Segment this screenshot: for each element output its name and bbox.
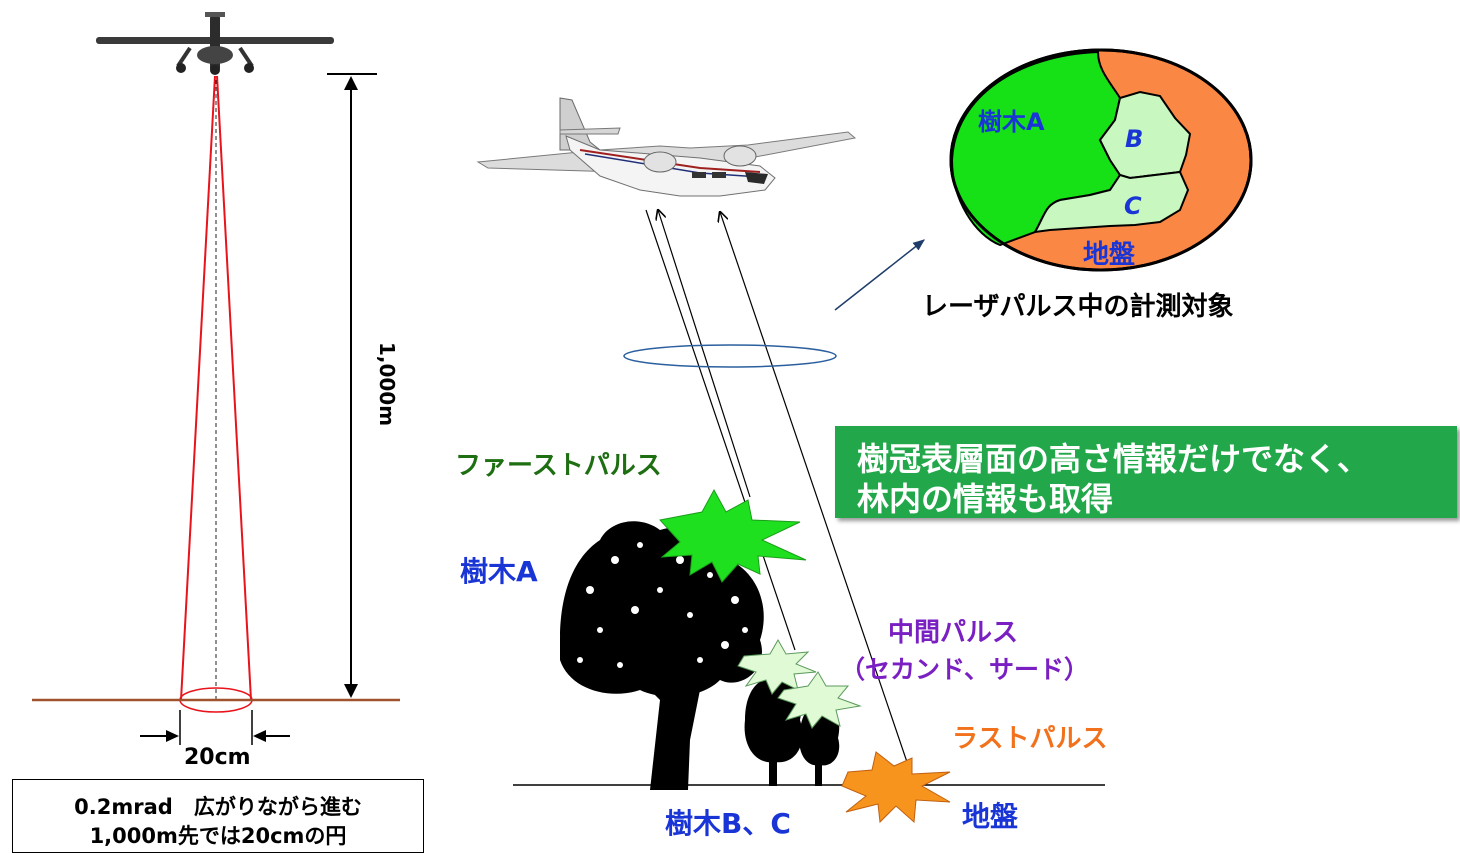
altitude-label: 1,000m bbox=[375, 341, 400, 427]
ground-label: 地盤 bbox=[962, 800, 1019, 833]
callout-line-2: 林内の情報も取得 bbox=[857, 480, 1114, 518]
inset-b-label: B bbox=[1125, 125, 1144, 153]
info-callout: 樹冠表層面の高さ情報だけでなく、 林内の情報も取得 bbox=[835, 426, 1457, 518]
inset-pointer-arrow bbox=[834, 239, 925, 311]
last-pulse-label: ラストパルス bbox=[952, 724, 1108, 754]
survey-airplane-icon bbox=[476, 97, 857, 197]
inset-title: レーザパルス中の計測対象 bbox=[922, 292, 1234, 322]
inset-c-label: C bbox=[1124, 192, 1142, 220]
inset-region-c bbox=[1033, 170, 1190, 234]
small-airplane-icon bbox=[96, 12, 334, 75]
beam-spec-line-2: 1,000m先では20cmの円 bbox=[89, 824, 347, 848]
last-pulse-burst bbox=[841, 751, 951, 824]
laser-beam-cone bbox=[179, 75, 253, 713]
beam-spec-line-1: 0.2mrad 広がりながら進む bbox=[74, 795, 362, 819]
altitude-dimension bbox=[327, 73, 377, 698]
laser-footprint-ellipse bbox=[623, 344, 837, 368]
first-pulse-burst bbox=[659, 488, 807, 583]
footprint-label: 20cm bbox=[184, 745, 251, 770]
callout-line-1: 樹冠表層面の高さ情報だけでなく、 bbox=[857, 440, 1370, 478]
beam-spec-box: 0.2mrad 広がりながら進む 1,000m先では20cmの円 bbox=[12, 779, 424, 853]
inset-tree-a-label: 樹木A bbox=[978, 108, 1045, 136]
intermediate-pulse-burst-2 bbox=[777, 671, 862, 729]
tree-a-illustration bbox=[560, 521, 764, 790]
inset-ground-label: 地盤 bbox=[1083, 240, 1136, 270]
tree-a-label: 樹木A bbox=[460, 555, 538, 588]
laser-return-lines bbox=[645, 210, 909, 766]
pulse-target-inset bbox=[949, 48, 1253, 272]
intermediate-pulse-sublabel: （セカンド、サード） bbox=[840, 655, 1090, 684]
footprint-dimension bbox=[140, 710, 290, 745]
intermediate-pulse-burst-1 bbox=[737, 638, 817, 695]
trees-bc-label: 樹木B、C bbox=[665, 807, 791, 840]
intermediate-pulse-label: 中間パルス bbox=[888, 618, 1019, 648]
first-pulse-label: ファーストパルス bbox=[455, 451, 662, 481]
